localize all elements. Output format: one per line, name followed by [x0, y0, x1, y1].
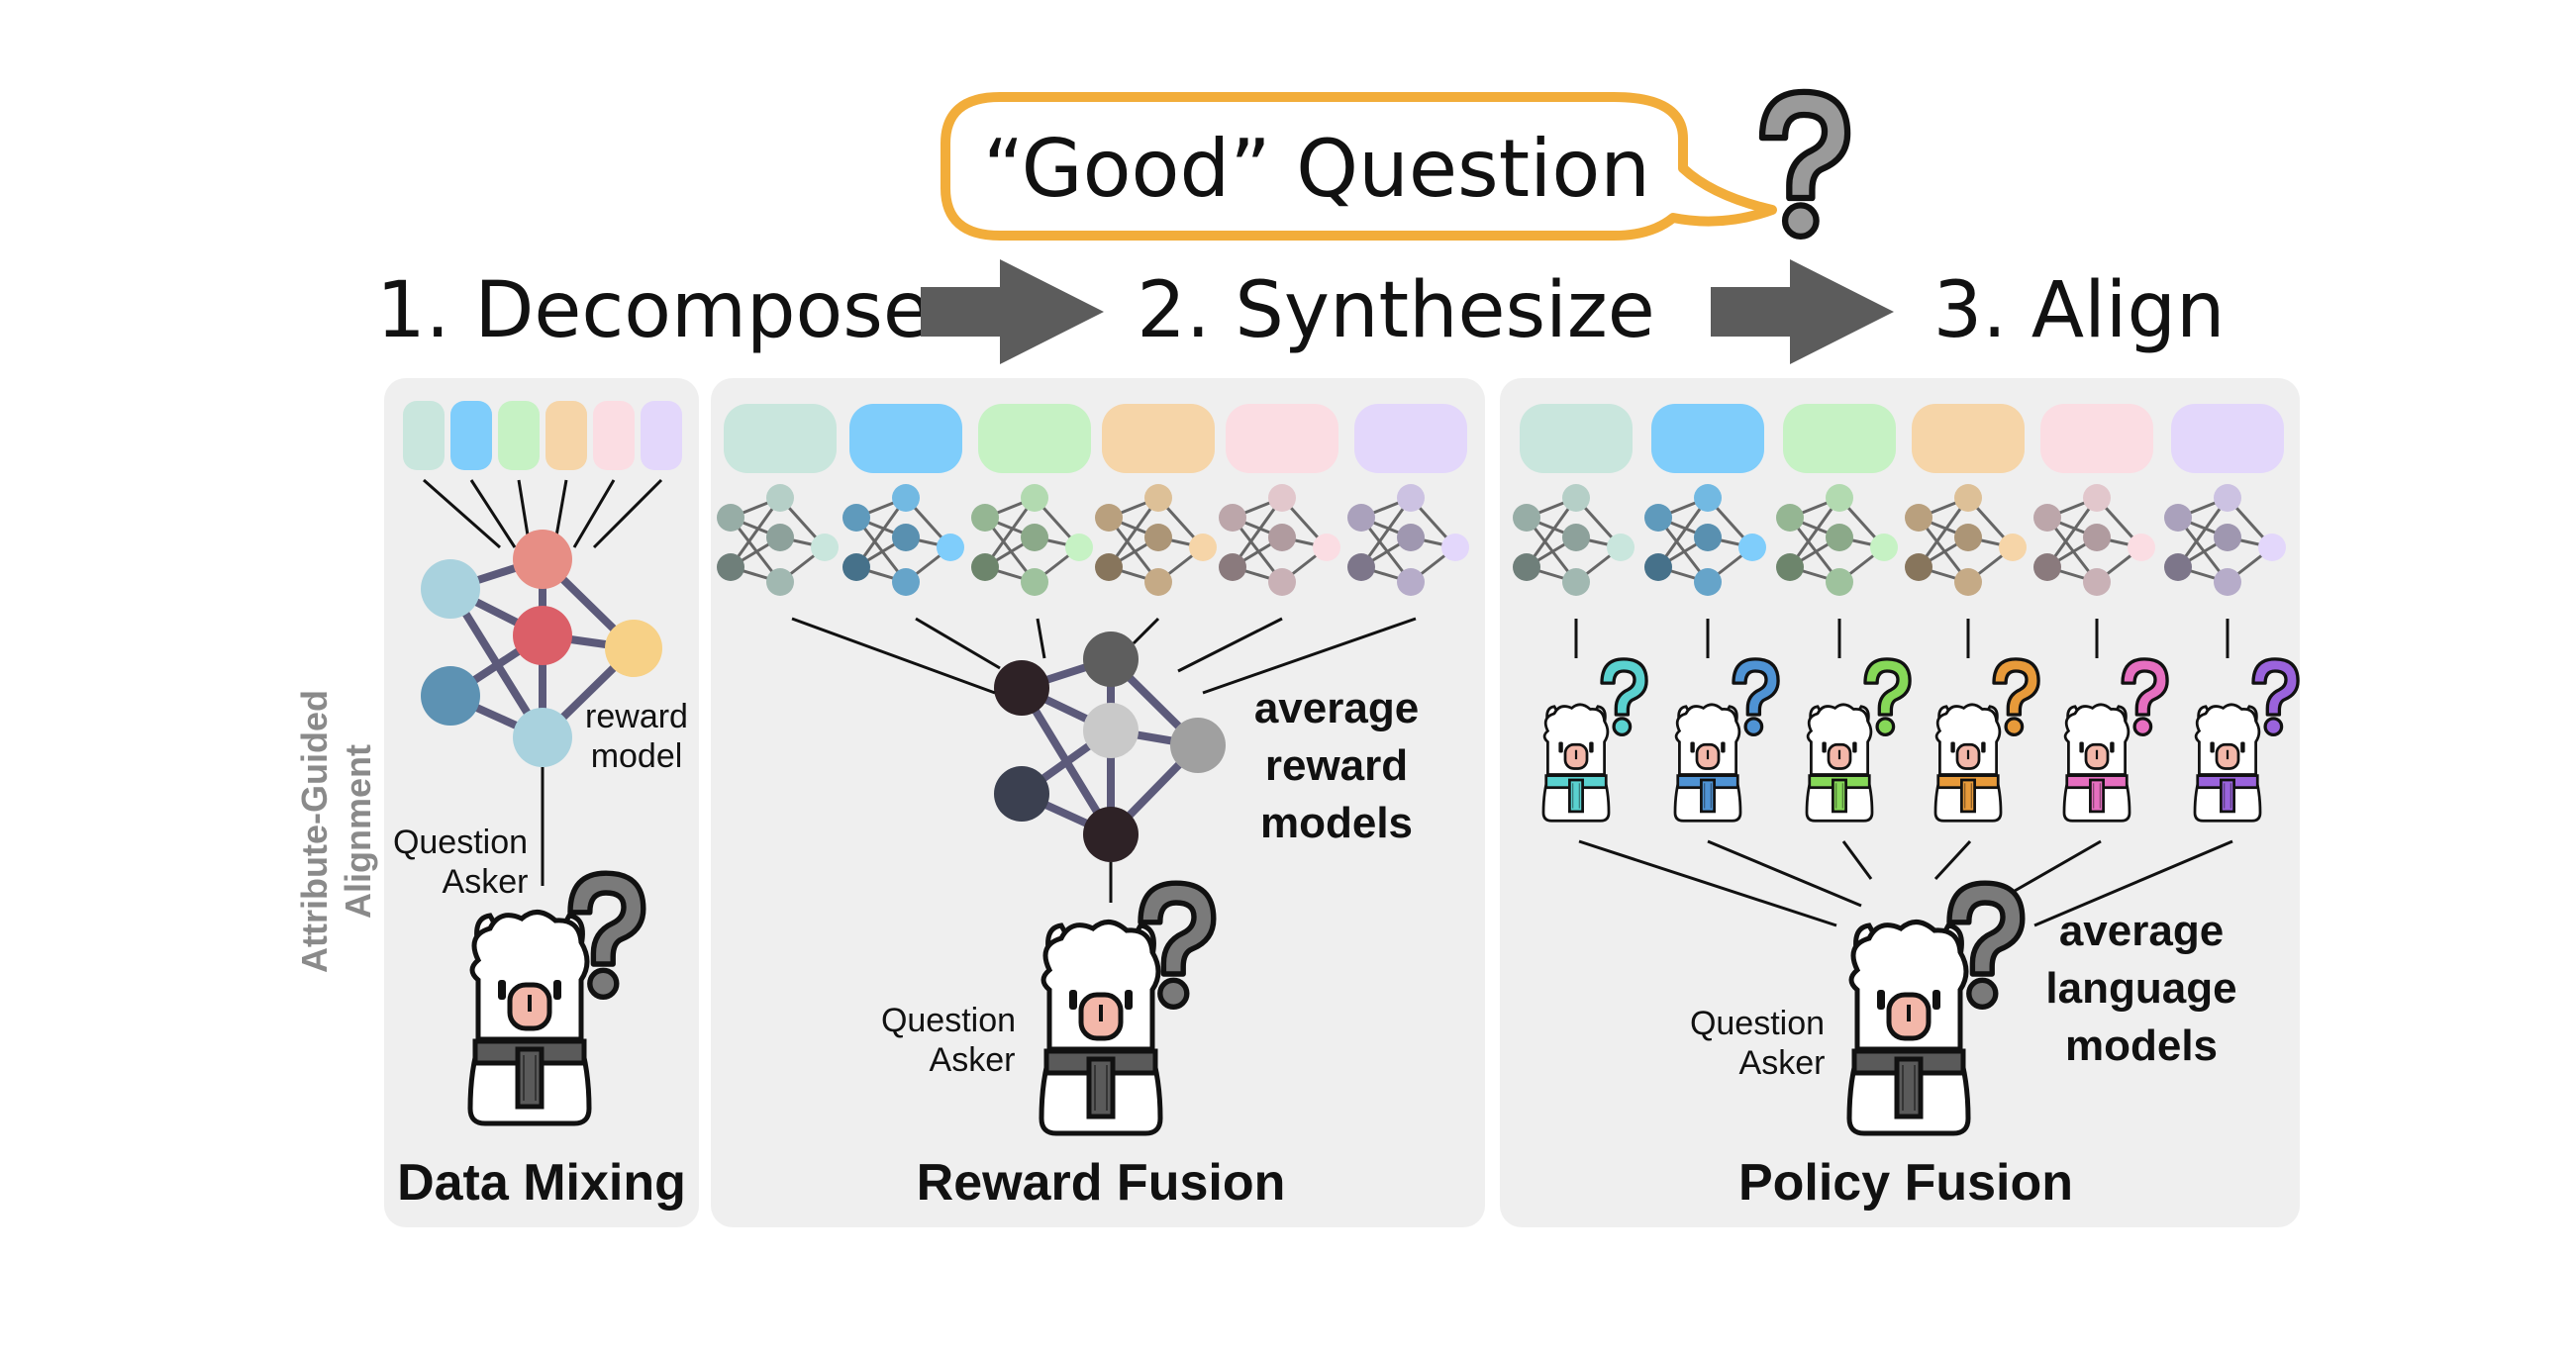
attribute-pill: [2171, 404, 2284, 473]
mini-reward-network: [717, 484, 839, 596]
step-align: 3. Align: [1933, 266, 2226, 355]
attribute-pill: [724, 404, 837, 473]
caption-reward-fusion: Reward Fusion: [917, 1154, 1286, 1212]
mini-reward-network: [1776, 484, 1898, 596]
attribute-pill: [641, 401, 682, 470]
attribute-pill: [450, 401, 492, 470]
attribute-pills: [403, 401, 682, 549]
mini-reward-network: [1219, 484, 1340, 596]
avg-lm-line3: models: [2065, 1021, 2218, 1070]
llama-icon: [2062, 703, 2131, 823]
attribute-pill: [1651, 404, 1764, 473]
asker-label-line1: Question: [1690, 1005, 1825, 1042]
attribute-pill: [1783, 404, 1896, 473]
attribute-pill: [1226, 404, 1338, 473]
mini-reward-network: [1513, 484, 1635, 596]
reward-model-networks: [717, 484, 1469, 596]
attribute-pill: [978, 404, 1091, 473]
mini-reward-network: [2033, 484, 2155, 596]
reward-model-networks: [1513, 484, 2286, 596]
asker-label-line2: Asker: [443, 863, 529, 901]
side-label-line2: Alignment: [338, 744, 378, 919]
policy-llamas: [1541, 619, 2300, 823]
question-mark-icon: [1762, 92, 1847, 237]
asker-label-line1: Question: [881, 1002, 1016, 1039]
mini-reward-network: [1644, 484, 1766, 596]
attribute-pills: [724, 404, 1467, 473]
asker-label-line2: Asker: [1739, 1044, 1826, 1082]
side-label-line1: Attribute-Guided: [294, 690, 335, 973]
reward-label-line2: model: [591, 737, 683, 775]
llama-icon: [2193, 703, 2262, 823]
llama-icon: [1805, 703, 1874, 823]
attribute-pill: [1520, 404, 1633, 473]
llama-icon: [1849, 922, 1968, 1133]
avg-reward-line3: models: [1260, 799, 1413, 847]
attribute-pill: [545, 401, 587, 470]
good-question-bubble: “Good” Question: [941, 92, 1777, 241]
attribute-pill: [2040, 404, 2153, 473]
avg-lm-line1: average: [2059, 907, 2224, 955]
mini-reward-network: [842, 484, 964, 596]
mini-reward-network: [2164, 484, 2286, 596]
attribute-pill: [593, 401, 635, 470]
reward-model-network: [421, 530, 662, 886]
attribute-pill: [1912, 404, 2025, 473]
llama-icon: [1041, 922, 1160, 1133]
attribute-pill: [849, 404, 962, 473]
attribute-pill: [1354, 404, 1467, 473]
step-synthesize: 2. Synthesize: [1137, 266, 1655, 355]
arrow-right-icon: [1711, 259, 1894, 364]
asker-label-line2: Asker: [930, 1041, 1016, 1079]
mini-reward-network: [1347, 484, 1469, 596]
attribute-pills: [1520, 404, 2284, 473]
averaged-reward-network: [791, 617, 1417, 903]
reward-label-line1: reward: [585, 698, 688, 735]
llama-icon: [470, 912, 589, 1123]
caption-policy-fusion: Policy Fusion: [1738, 1154, 2073, 1212]
mini-reward-network: [1905, 484, 2027, 596]
attribute-pill: [403, 401, 445, 470]
mini-reward-network: [971, 484, 1093, 596]
bubble-text: “Good” Question: [983, 123, 1650, 215]
mini-reward-network: [1095, 484, 1217, 596]
policy-merge-lines: [1578, 839, 2233, 927]
avg-reward-line2: reward: [1265, 741, 1408, 790]
attribute-pill: [498, 401, 540, 470]
attribute-pill: [1102, 404, 1215, 473]
step-decompose: 1. Decompose: [376, 266, 931, 355]
asker-label-line1: Question: [393, 824, 528, 861]
avg-reward-line1: average: [1254, 684, 1419, 732]
caption-data-mixing: Data Mixing: [397, 1154, 686, 1212]
avg-lm-line2: language: [2045, 964, 2236, 1013]
arrow-right-icon: [921, 259, 1104, 364]
llama-icon: [1673, 703, 1742, 823]
llama-icon: [1541, 703, 1611, 823]
llama-icon: [1933, 703, 2003, 823]
